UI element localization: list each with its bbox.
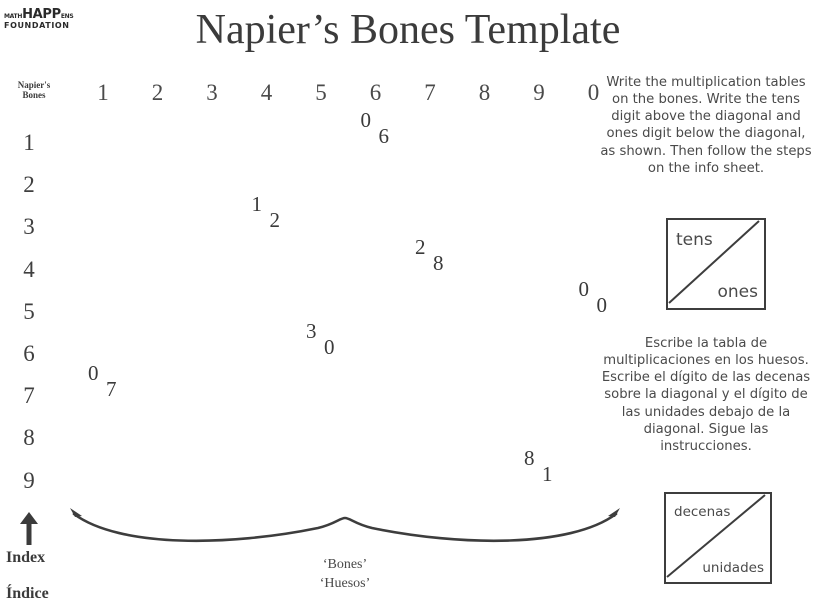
row-header-7: 7 bbox=[23, 383, 35, 409]
cell-ones-digit: 0 bbox=[324, 335, 335, 359]
row-header-9: 9 bbox=[23, 467, 35, 493]
column-header-1: 1 bbox=[97, 80, 109, 105]
diagram-decenas-label: decenas bbox=[674, 504, 731, 520]
cell-ones-digit: 0 bbox=[596, 292, 608, 317]
diagonal-line-icon bbox=[668, 220, 760, 304]
page-title: Napier’s Bones Template bbox=[195, 7, 621, 53]
arrow-up-icon bbox=[20, 512, 38, 545]
row-header-4: 4 bbox=[23, 256, 35, 282]
column-header-0: 0 bbox=[587, 80, 600, 105]
cell-tens-digit: 1 bbox=[251, 192, 263, 217]
index-label-en: Index bbox=[6, 549, 46, 566]
cell-ones-digit: 2 bbox=[269, 208, 281, 233]
cell-tens-digit: 0 bbox=[360, 108, 372, 132]
cell-tens-digit: 8 bbox=[524, 445, 535, 470]
diagonal-line-icon-es bbox=[666, 494, 766, 578]
row-header-5: 5 bbox=[23, 298, 35, 324]
bones-brace bbox=[60, 500, 630, 550]
tens-ones-diagram: tens ones bbox=[666, 218, 766, 310]
logo-foundation-text: FOUNDATION bbox=[4, 20, 70, 30]
column-header-2: 2 bbox=[151, 80, 164, 105]
instructions-spanish: Escribe la tabla de multiplicaciones en … bbox=[601, 336, 811, 454]
instructions-panel: Write the multiplication tables on the b… bbox=[598, 70, 814, 609]
column-header-8: 8 bbox=[478, 80, 491, 105]
column-header-3: 3 bbox=[206, 80, 218, 105]
column-header-7: 7 bbox=[424, 80, 436, 105]
cell-ones-digit: 6 bbox=[378, 124, 390, 148]
diagram-ones-label: ones bbox=[717, 282, 759, 302]
diagram-tens-label: tens bbox=[676, 230, 713, 250]
row-header-8: 8 bbox=[23, 425, 35, 451]
logo-wordmark: MATHHAPPENS bbox=[4, 7, 74, 22]
column-header-5: 5 bbox=[315, 80, 327, 105]
column-header-9: 9 bbox=[533, 80, 545, 105]
bones-caption-es: ‘Huesos’ bbox=[319, 575, 371, 591]
index-label-es: Índice bbox=[6, 585, 49, 602]
column-header-6: 6 bbox=[369, 80, 382, 105]
grid-corner-label: Napier's Bones bbox=[4, 80, 64, 101]
corner-label-line1: Napier's bbox=[17, 80, 51, 90]
diagram-unidades-label: unidades bbox=[702, 560, 764, 576]
cell-tens-digit: 0 bbox=[578, 276, 590, 301]
column-header-4: 4 bbox=[260, 80, 273, 105]
cell-tens-digit: 2 bbox=[415, 234, 426, 259]
bones-caption-en: ‘Bones’ bbox=[322, 557, 368, 572]
instructions-english: Write the multiplication tables on the b… bbox=[600, 75, 812, 176]
cell-ones-digit: 1 bbox=[542, 461, 553, 486]
row-header-6: 6 bbox=[23, 341, 35, 366]
row-header-2: 2 bbox=[23, 172, 35, 198]
cell-tens-digit: 3 bbox=[306, 319, 317, 343]
index-marker: Index Índice bbox=[6, 512, 96, 603]
row-header-1: 1 bbox=[23, 130, 35, 155]
mathhappens-logo: MATHHAPPENS FOUNDATION bbox=[4, 8, 96, 38]
row-header-3: 3 bbox=[23, 214, 35, 240]
bones-caption: ‘Bones’ ‘Huesos’ bbox=[250, 556, 440, 594]
cell-ones-digit: 8 bbox=[433, 250, 444, 275]
decenas-unidades-diagram: decenas unidades bbox=[664, 492, 772, 584]
brace-icon bbox=[70, 508, 620, 543]
cell-tens-digit: 0 bbox=[88, 361, 99, 386]
corner-label-line2: Bones bbox=[22, 90, 46, 101]
cell-ones-digit: 7 bbox=[106, 377, 117, 402]
